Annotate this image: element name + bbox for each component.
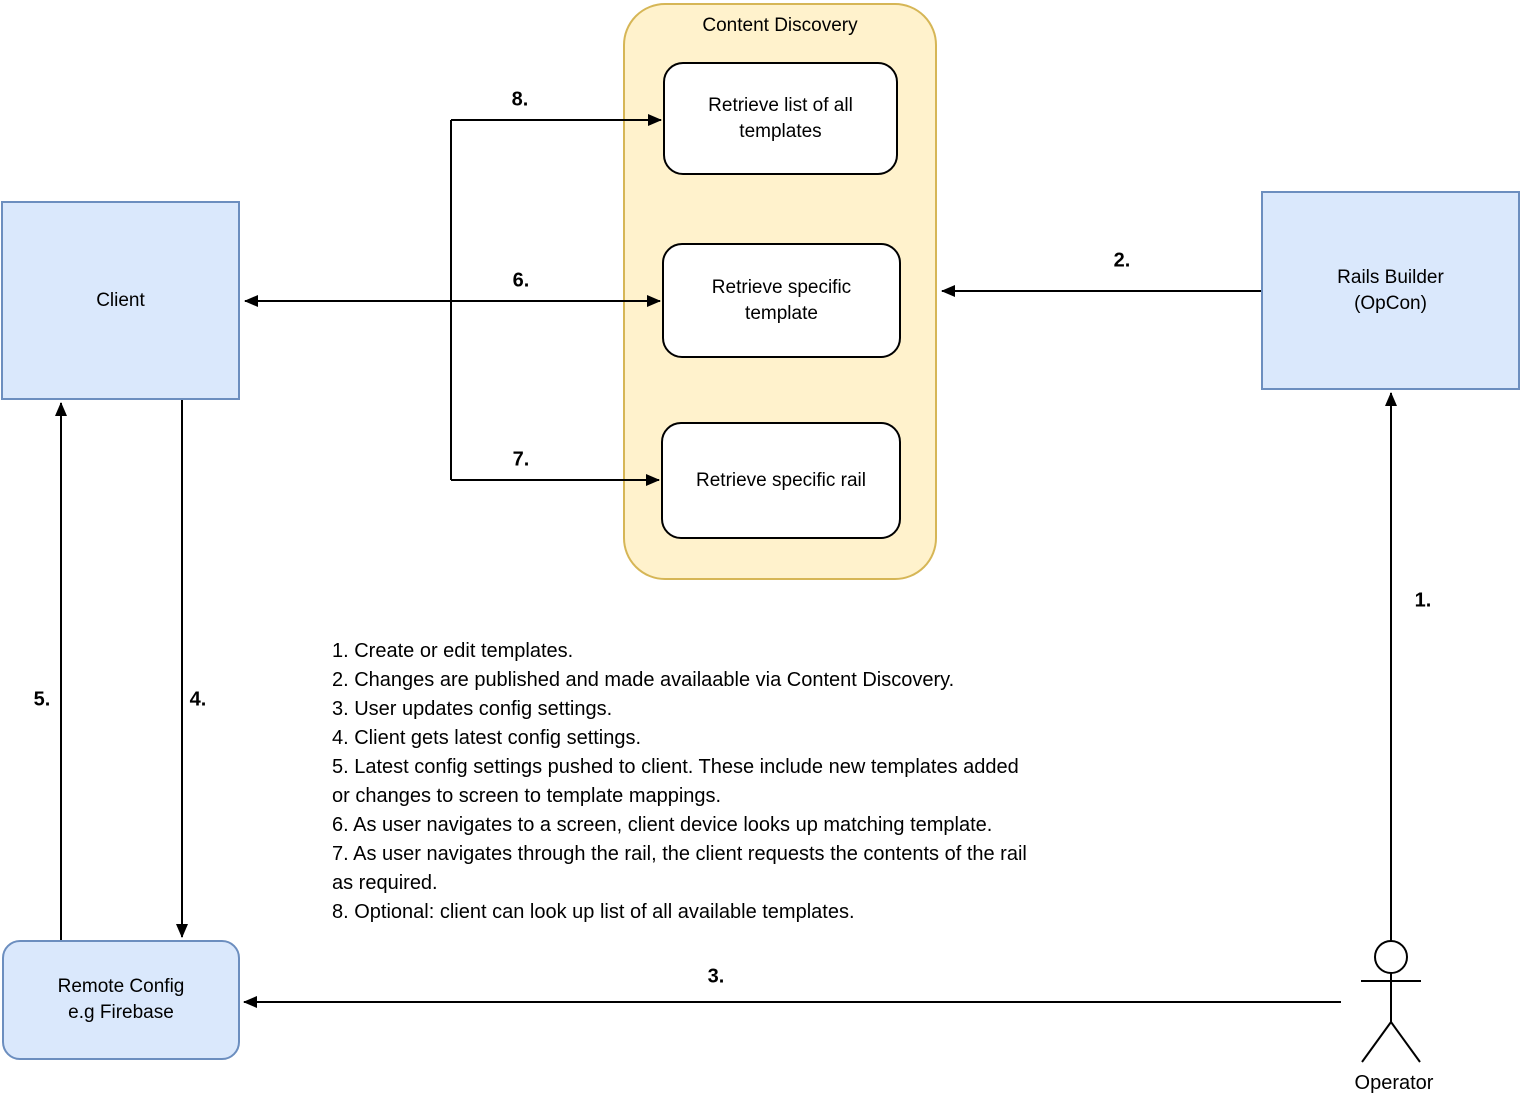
arrow-label-step1: 1.: [1414, 589, 1432, 612]
action-box-retrieve-specific-template: Retrieve specific template: [662, 243, 901, 358]
operator-head: [1374, 940, 1408, 974]
operator-figure: [1361, 940, 1421, 1063]
arrow-label-step7: 7.: [512, 448, 530, 471]
action-box-retrieve-specific-rail: Retrieve specific rail: [661, 422, 901, 539]
content-discovery-title: Content Discovery: [702, 15, 858, 36]
note-step7: 7. As user navigates through the rail, t…: [332, 843, 1027, 894]
arrow-label-step3: 3.: [707, 965, 725, 988]
note-step2: 2. Changes are published and made availa…: [332, 669, 955, 691]
note-step6: 6. As user navigates to a screen, client…: [332, 814, 993, 836]
arrow-label-step6: 6.: [512, 269, 530, 292]
operator-left-leg: [1361, 1021, 1392, 1063]
arrow-label-step8: 8.: [511, 88, 529, 111]
note-step3: 3. User updates config settings.: [332, 698, 613, 720]
note-step8: 8. Optional: client can look up list of …: [332, 901, 855, 923]
arrow-label-step4: 4.: [189, 688, 207, 711]
note-step4: 4. Client gets latest config settings.: [332, 727, 642, 749]
note-step5: 5. Latest config settings pushed to clie…: [332, 756, 1019, 807]
arrow-label-step2: 2.: [1113, 249, 1131, 272]
node-rails-builder: Rails Builder (OpCon): [1261, 191, 1520, 390]
node-remote-config: Remote Config e.g Firebase: [2, 940, 240, 1060]
operator-right-leg: [1390, 1021, 1421, 1063]
operator-label: Operator: [1354, 1072, 1434, 1094]
arrow-label-step5: 5.: [33, 688, 51, 711]
notes-list: 1. Create or edit templates. 2. Changes …: [332, 637, 1232, 927]
action-box-retrieve-list-of-all-templates: Retrieve list of all templates: [663, 62, 898, 175]
node-client: Client: [1, 201, 240, 400]
note-step1: 1. Create or edit templates.: [332, 640, 574, 662]
